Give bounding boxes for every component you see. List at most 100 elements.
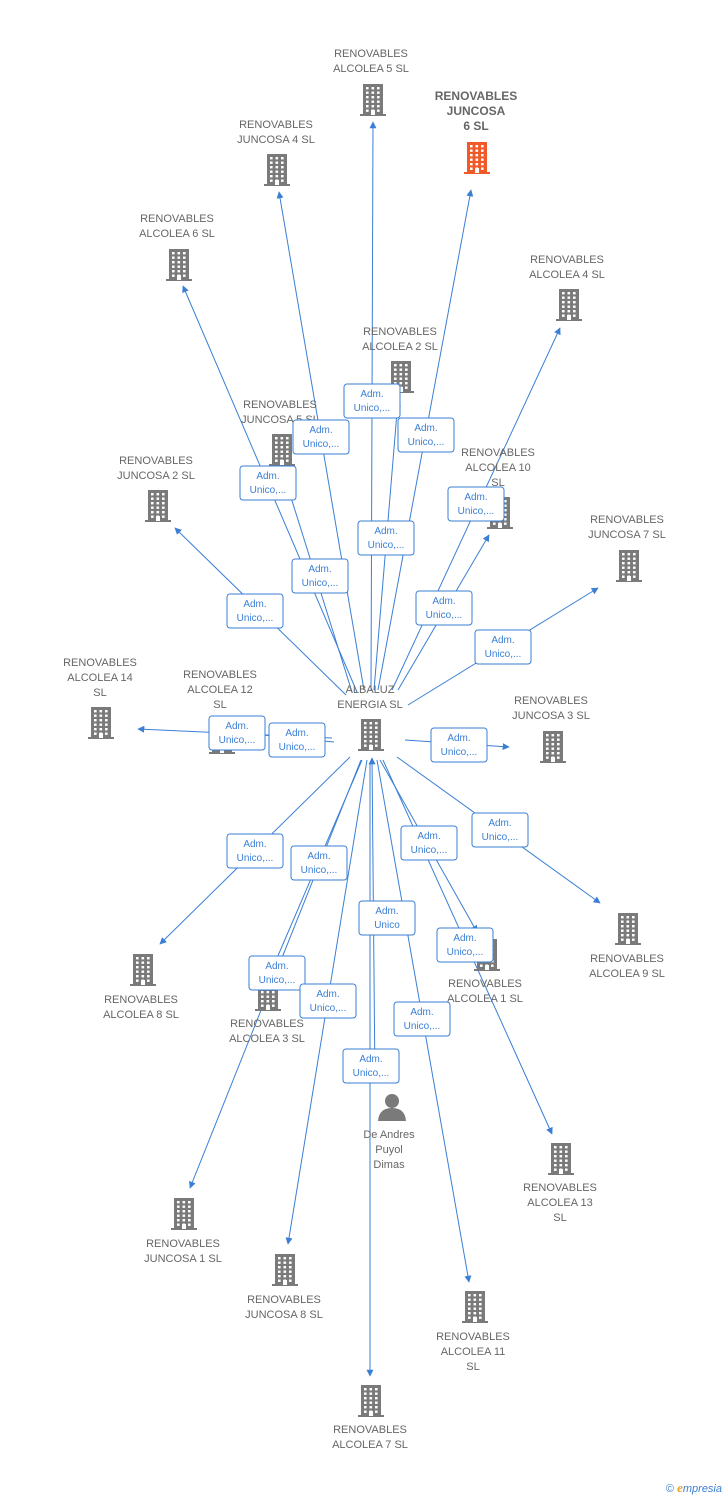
edge-label-box <box>393 1001 451 1037</box>
building-icon <box>269 434 295 466</box>
edge-label-juncosa8[interactable]: Adm. Unico,... <box>299 983 357 1019</box>
edge-label-box <box>400 825 458 861</box>
edge-label-alcolea3[interactable]: Adm.Unico,... <box>290 845 348 881</box>
edge-label-box <box>358 900 416 936</box>
node-label: RENOVABLES <box>514 695 588 707</box>
empresia-logo-icon: e <box>677 1480 683 1495</box>
edge-label-text: Unico,... <box>353 1068 390 1079</box>
edge-label-text: Unico,... <box>368 540 405 551</box>
building-icon <box>360 84 386 116</box>
edge-label-text: Unico,... <box>237 613 274 624</box>
edge-label-text: Adm. <box>285 728 308 739</box>
edge-label-juncosa2[interactable]: Adm.Unico,... <box>226 593 284 629</box>
edge-label-alcolea8[interactable]: Adm.Unico,... <box>226 833 284 869</box>
node-label: RENOVABLES <box>104 994 178 1006</box>
building-icon <box>130 954 156 986</box>
edge-label-alcolea12[interactable]: Adm.Unico,... <box>268 722 326 758</box>
edge-label-text: Unico,... <box>441 747 478 758</box>
edge-label-text: Adm. <box>410 1007 433 1018</box>
edge-label-juncosa6[interactable]: Adm.Unico,... <box>397 417 455 453</box>
edge-label-box <box>474 629 532 665</box>
edge-label-text: Adm. <box>316 989 339 1000</box>
edge-label-alcolea14[interactable]: Adm.Unico,... <box>208 715 266 751</box>
edge-label-juncosa1[interactable]: Adm.Unico,... <box>248 955 306 991</box>
edge-label-text: Unico,... <box>310 1003 347 1014</box>
edge-label-alcolea11[interactable]: Adm.Unico,... <box>393 1001 451 1037</box>
edge-label-text: Adm. <box>453 933 476 944</box>
edge-label-juncosa5[interactable]: Adm.Unico,... <box>291 558 349 594</box>
node-label: RENOVABLES <box>333 1424 407 1436</box>
edge-label-text: Adm. <box>375 906 398 917</box>
building-icon <box>166 249 192 281</box>
edge-label-juncosa7[interactable]: Adm. Unico,... <box>474 629 532 665</box>
edge-label-alcolea6[interactable]: Adm.Unico,... <box>239 465 297 501</box>
edge-label-person[interactable]: Adm.Unico <box>358 900 416 936</box>
node-label: 6 SL <box>463 119 488 133</box>
building-icon <box>616 550 642 582</box>
edge-label-alcolea10[interactable]: Adm.Unico,... <box>415 590 473 626</box>
copyright-icon: © <box>665 1483 675 1495</box>
node-label: RENOVABLES <box>530 254 604 266</box>
edge-label-juncosa4[interactable]: Adm.Unico,... <box>292 419 350 455</box>
edge-label-box <box>208 715 266 751</box>
node-label: JUNCOSA 8 SL <box>245 1309 323 1321</box>
edge-label-box <box>226 593 284 629</box>
edge-label-alcolea1[interactable]: Adm.Unico,... <box>400 825 458 861</box>
edge-label-alcolea9[interactable]: Adm.Unico,... <box>471 812 529 848</box>
edge-label-alcolea7[interactable]: Adm. Unico,... <box>342 1048 400 1084</box>
node-label: ALCOLEA 1 SL <box>447 993 523 1005</box>
edge-label-text: Unico,... <box>482 832 519 843</box>
edge-label-text: Adm. <box>256 471 279 482</box>
edge-label-box <box>290 845 348 881</box>
node-juncosa2[interactable]: RENOVABLES JUNCOSA 2 SL <box>117 455 195 522</box>
edge-label-text: Adm. <box>360 389 383 400</box>
empresia-brand[interactable]: © empresia <box>666 1480 722 1496</box>
edge-label-juncosa3[interactable]: Adm.Unico,... <box>430 727 488 763</box>
node-label: RENOVABLES <box>590 514 664 526</box>
edge-label-alcolea2[interactable]: Adm. Unico,... <box>357 520 415 556</box>
edge-label-text: Unico,... <box>259 975 296 986</box>
edge-label-text: Adm. <box>359 1054 382 1065</box>
edge-label-text: Adm. <box>491 635 514 646</box>
edge-label-text: Adm. <box>374 526 397 537</box>
building-icon <box>464 142 490 174</box>
building-icon <box>358 719 384 751</box>
node-label: ALCOLEA 10 <box>465 462 530 474</box>
node-label: ALCOLEA 9 SL <box>589 968 665 980</box>
node-label: RENOVABLES <box>119 455 193 467</box>
edge-label-box <box>343 383 401 419</box>
edge-label-alcolea5[interactable]: Adm.Unico,... <box>343 383 401 419</box>
edge-label-box <box>342 1048 400 1084</box>
node-label: Dimas <box>373 1159 405 1171</box>
edge-label-text: Unico,... <box>485 649 522 660</box>
node-label: RENOVABLES <box>334 48 408 60</box>
edge-label-box <box>415 590 473 626</box>
building-icon <box>145 490 171 522</box>
edge-label-text: Unico,... <box>237 853 274 864</box>
node-label: JUNCOSA 2 SL <box>117 470 195 482</box>
edge-label-alcolea13[interactable]: Adm.Unico,... <box>436 927 494 963</box>
edge-label-box <box>248 955 306 991</box>
edge-label-alcolea4[interactable]: Adm.Unico,... <box>447 486 505 522</box>
node-label: RENOVABLES <box>243 399 317 411</box>
edge-label-box <box>357 520 415 556</box>
